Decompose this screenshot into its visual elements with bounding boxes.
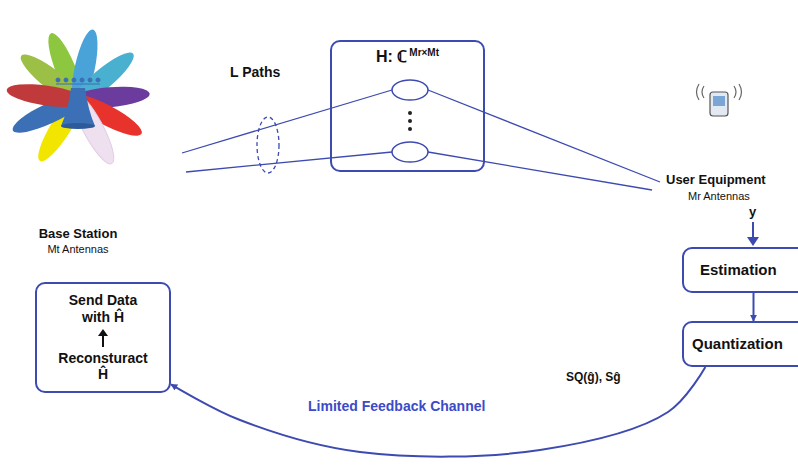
dot [408, 127, 412, 131]
antenna-dot [64, 78, 68, 82]
signal-waves [734, 84, 742, 100]
antenna-count: Mt Antennas [47, 243, 108, 255]
scatterer [392, 80, 428, 100]
phone-body [710, 92, 728, 116]
heading-line: H: ℂMr×Mt [376, 47, 439, 67]
antenna-array [56, 78, 100, 84]
connector-arrow [171, 367, 705, 457]
arrow-head [98, 329, 108, 336]
antenna-beams [5, 27, 150, 168]
arrow-head [747, 237, 759, 246]
propagation-paths [182, 90, 660, 190]
dot [408, 111, 412, 115]
ellipsis-dots [408, 111, 412, 131]
paths-bracket [257, 117, 279, 173]
arrow-line [102, 335, 104, 347]
path-line [428, 90, 660, 182]
signal-waves [697, 84, 705, 100]
antenna-count: Mr Antennas [688, 190, 750, 202]
channel-box: H: ℂMr×Mt [330, 40, 485, 172]
transmitter-box: Send Data with Ĥ Reconsturact Ĥ [35, 282, 171, 393]
antenna-dot [56, 78, 60, 82]
node-text: Quantization [692, 335, 783, 353]
phone-screen [713, 96, 725, 106]
y-arrow [747, 222, 759, 246]
flow-arrow [97, 328, 109, 348]
antenna-dot [96, 78, 100, 82]
superscript-text: Mr×Mt [409, 47, 439, 58]
node-text: Send Data with Ĥ [53, 292, 153, 326]
antenna-dot [88, 78, 92, 82]
process-box: Quantization [682, 321, 798, 367]
channel-name: Limited Feedback Channel [308, 398, 485, 414]
signal-name: y [749, 204, 756, 219]
antenna-dot [72, 78, 76, 82]
device-label: User Equipment [666, 172, 766, 187]
node-text: H: ℂ [376, 48, 407, 65]
antenna-bar [56, 84, 100, 85]
node-text: Estimation [700, 261, 777, 279]
user-equipment-icon [697, 84, 742, 116]
arrow-line [752, 222, 754, 238]
base-station-bell [61, 88, 95, 126]
base-station-base [61, 123, 95, 129]
process-box: Estimation [682, 247, 798, 293]
scatterer [392, 142, 428, 162]
antenna-dot [80, 78, 84, 82]
paths-label: L Paths [230, 64, 280, 80]
path-line [186, 152, 392, 172]
device-label: Base Station [39, 226, 118, 241]
dot [408, 119, 412, 123]
feedback-signal: SQ(ĝ), Sĝ [566, 370, 621, 384]
path-line [182, 90, 392, 153]
node-text: Reconsturact Ĥ [53, 350, 153, 384]
connector-arrow [753, 293, 755, 321]
